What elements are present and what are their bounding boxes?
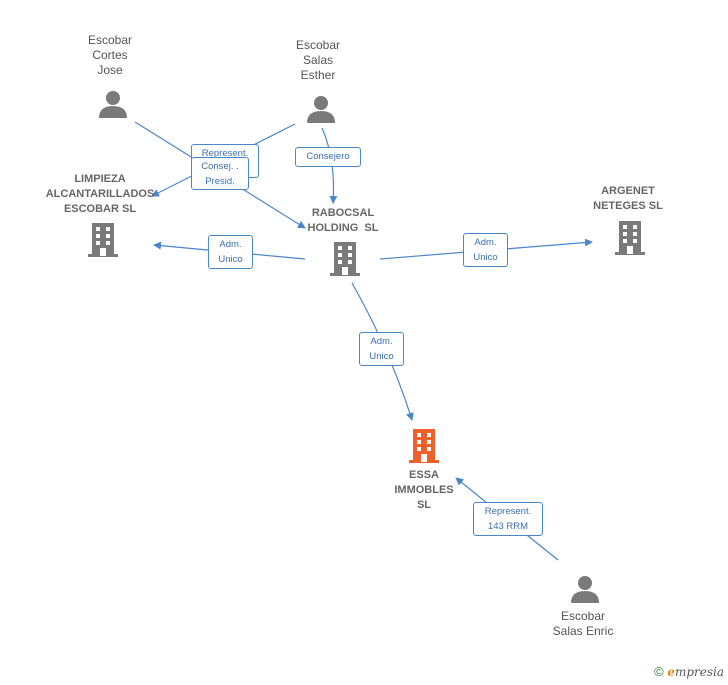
edge-label-consejero[interactable]: Consejero — [295, 147, 361, 167]
edge-label-adm-unico[interactable]: Adm. Unico — [359, 332, 404, 366]
company-limpieza-alcantarillados[interactable]: LIMPIEZA ALCANTARILLADOS ESCOBAR SL — [35, 172, 165, 217]
person-name-line: Jose — [97, 63, 123, 77]
company-name-line: ARGENET — [601, 185, 655, 197]
person-name-line: Escobar — [295, 38, 341, 52]
company-name-line: LIMPIEZA — [74, 173, 126, 185]
company-argenet-neteges[interactable]: ARGENET NETEGES SL — [578, 184, 678, 214]
company-essa-immobles[interactable]: ESSA IMMOBLES SL — [374, 468, 474, 513]
company-name-line: ESCOBAR SL — [63, 203, 137, 215]
company-name-line: IMMOBLES — [394, 484, 454, 496]
edge-label-consej-presid[interactable]: Consej. . Presid. — [191, 157, 249, 190]
company-rabocsal-holding[interactable]: RABOCSAL HOLDING SL — [293, 206, 393, 236]
main-building-icon[interactable] — [408, 428, 440, 464]
company-name-line: ESSA — [409, 469, 439, 481]
person-icon[interactable] — [98, 89, 128, 119]
person-escobar-cortes-jose[interactable]: Escobar Cortes Jose — [70, 33, 150, 78]
edge-label-adm-unico[interactable]: Adm. Unico — [208, 235, 253, 269]
person-name-line: Salas Enric — [552, 624, 614, 638]
company-name-line: HOLDING SL — [307, 222, 379, 234]
copyright-footer: © empresia — [654, 664, 724, 679]
person-name-line: Escobar — [87, 33, 133, 47]
person-name-line: Esther — [300, 68, 336, 82]
building-icon[interactable] — [614, 220, 646, 256]
copyright-symbol: © — [654, 664, 664, 679]
edge-label-adm-unico[interactable]: Adm. Unico — [463, 233, 508, 267]
person-escobar-salas-esther[interactable]: Escobar Salas Esther — [278, 38, 358, 83]
person-icon[interactable] — [570, 574, 600, 604]
edge-label-represent-143[interactable]: Represent. 143 RRM — [473, 502, 543, 536]
person-escobar-salas-enric[interactable]: Escobar Salas Enric — [538, 609, 628, 639]
company-name-line: NETEGES SL — [593, 200, 663, 212]
person-name-line: Salas — [302, 53, 334, 67]
person-icon[interactable] — [306, 94, 336, 124]
company-name-line: ALCANTARILLADOS — [45, 188, 155, 200]
person-name-line: Cortes — [92, 48, 128, 62]
empresia-logo: empresia — [667, 665, 724, 679]
company-name-line: RABOCSAL — [311, 207, 375, 219]
company-name-line: SL — [416, 499, 432, 511]
building-icon[interactable] — [87, 222, 119, 258]
person-name-line: Escobar — [560, 609, 606, 623]
building-icon[interactable] — [329, 241, 361, 277]
